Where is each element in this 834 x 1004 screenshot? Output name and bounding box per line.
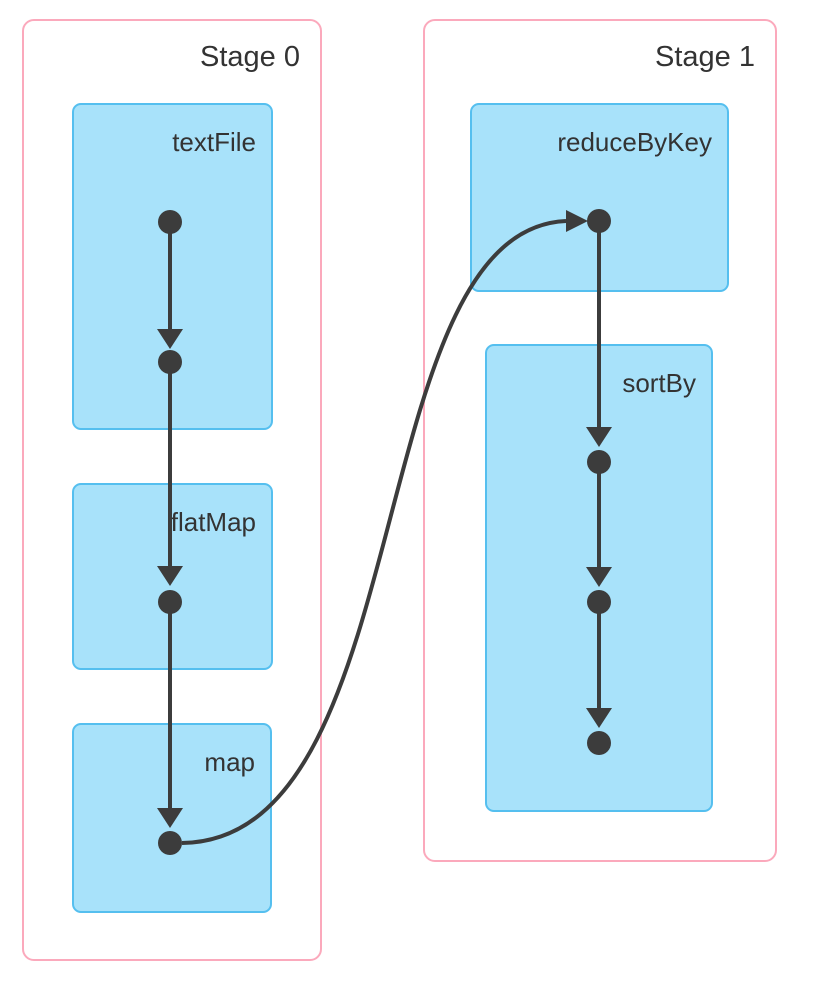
operation-textfile-label: textFile bbox=[172, 127, 256, 157]
operation-textfile-box[interactable]: textFile bbox=[72, 103, 273, 430]
stage-0-box[interactable]: Stage 0 textFile flatMap map bbox=[22, 19, 322, 961]
operation-map-label: map bbox=[204, 747, 255, 777]
stage-1-box[interactable]: Stage 1 reduceByKey sortBy bbox=[423, 19, 777, 862]
operation-reducebykey-label: reduceByKey bbox=[557, 127, 712, 157]
operation-flatmap-box[interactable]: flatMap bbox=[72, 483, 273, 670]
stage-1-label: Stage 1 bbox=[655, 41, 755, 73]
operation-flatmap-label: flatMap bbox=[170, 507, 256, 537]
operation-map-box[interactable]: map bbox=[72, 723, 272, 913]
stage-0-label: Stage 0 bbox=[200, 41, 300, 73]
operation-sortby-label: sortBy bbox=[622, 368, 696, 398]
operation-sortby-box[interactable]: sortBy bbox=[485, 344, 713, 812]
operation-reducebykey-box[interactable]: reduceByKey bbox=[470, 103, 729, 292]
